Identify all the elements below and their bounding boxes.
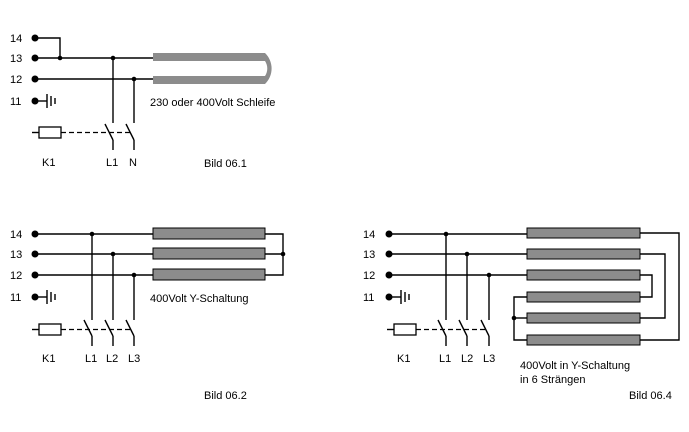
terminal-label-13: 13 [10,249,22,261]
relay-coil-icon [393,323,417,336]
terminal-label-14: 14 [10,33,22,45]
ground-icon [46,290,56,304]
terminal-label-11: 11 [363,292,374,304]
circuit-note: 230 oder 400Volt Schleife [150,97,275,109]
circuit-note-line2: in 6 Strängen [520,374,585,386]
heater-element [526,227,641,239]
switch-label-l2: L2 [106,353,118,365]
diagram-06-1: 14 13 12 11 [10,33,275,170]
bridge-14-13 [35,37,61,58]
relay-coil-icon [38,126,62,139]
heater-element [152,227,266,240]
switch-contact-icon [125,319,135,346]
switch-contact-icon [104,123,114,150]
switch-contact-icon [437,319,447,346]
terminal-label-12: 12 [363,270,375,282]
switch-label-l3: L3 [483,353,495,365]
terminal-label-11: 11 [10,96,21,108]
diagram-06-2: 14 13 12 11 [10,227,286,402]
switch-label-l1: L1 [85,353,97,365]
figure-caption: Bild 06.1 [204,158,247,170]
terminal-label-14: 14 [10,229,22,241]
relay-coil-icon [38,323,62,336]
switch-contact-icon [104,319,114,346]
heater-element [152,247,266,260]
relay-label: K1 [42,157,55,169]
ground-icon [46,94,56,108]
ground-icon [400,290,410,304]
figure-caption: Bild 06.4 [629,390,672,402]
heater-element [526,269,641,281]
heater-element [152,268,266,281]
heater-element [526,334,641,346]
switch-label-l1: L1 [439,353,451,365]
terminal-label-12: 12 [10,270,22,282]
switch-contact-icon [125,123,135,150]
heater-element [526,291,641,303]
terminal-label-12: 12 [10,74,22,86]
switch-contact-icon [83,319,93,346]
heater-loop [153,53,272,84]
diagram-06-4: 14 13 12 11 [363,227,680,402]
switch-contact-icon [480,319,490,346]
heater-element [526,312,641,324]
switch-contact-icon [458,319,468,346]
relay-label: K1 [42,353,55,365]
switch-label-l2: L2 [461,353,473,365]
series-link [640,253,666,319]
circuit-note: 400Volt Y-Schaltung [150,293,248,305]
heater-element [526,248,641,260]
switch-label-l3: L3 [128,353,140,365]
series-link [640,232,680,341]
terminal-label-11: 11 [10,292,21,304]
switch-label-l1: L1 [106,157,118,169]
series-link [640,274,653,298]
figure-caption: Bild 06.2 [204,390,247,402]
terminal-label-13: 13 [363,249,375,261]
switch-label-n: N [129,157,137,169]
circuit-note-line1: 400Volt in Y-Schaltung [520,360,630,372]
relay-label: K1 [397,353,410,365]
terminal-label-14: 14 [363,229,375,241]
terminal-label-13: 13 [10,53,22,65]
